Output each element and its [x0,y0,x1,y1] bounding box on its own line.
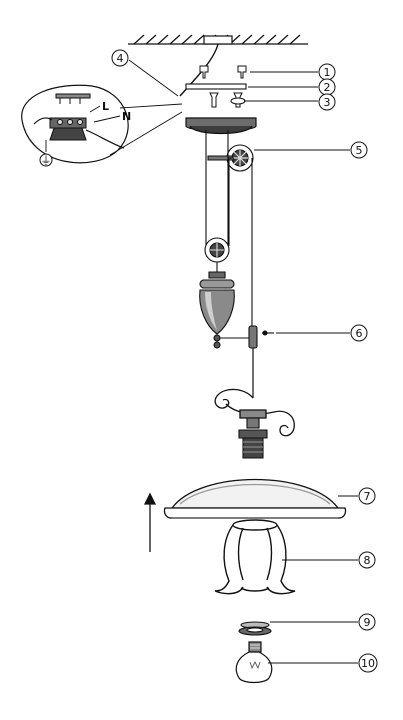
connector-strip [55,93,91,104]
lamp-holder [238,417,268,459]
terminal-block [49,117,87,141]
callout-9-label: 9 [364,616,371,629]
live-wire-label: L [102,100,109,113]
callout-7-label: 7 [364,490,371,503]
wiring-detail-inset: L N ⏚ [21,84,183,167]
bracket-screws [209,92,246,108]
callout-1-label: 1 [324,66,331,79]
ceiling-canopy [185,117,257,135]
inset-wires [33,117,125,149]
lower-pulley [204,237,230,272]
callout-10: 10 [358,653,378,673]
callout-2-label: 2 [324,81,331,94]
callout-5-label: 5 [356,144,363,157]
counterweight [199,271,235,349]
pulley-cords [205,130,253,332]
cord-clip [220,325,274,349]
callout-4: 4 [111,49,129,67]
up-arrow-icon [143,492,157,552]
callout-8: 8 [358,551,376,569]
callout-6: 6 [350,324,368,342]
callout-4-label: 4 [117,52,124,65]
callout-8-label: 8 [364,554,371,567]
callout-1: 1 [318,63,336,81]
callout-9: 9 [358,613,376,631]
mounting-bar [185,83,247,90]
lamp-shade [163,478,347,519]
ceiling [128,34,308,45]
callout-7: 7 [358,487,376,505]
mounting-screws [199,65,247,79]
callout-10-label: 10 [361,657,375,670]
shade-ring [238,621,272,636]
ground-symbol: ⏚ [41,154,52,167]
callout-2: 2 [318,78,336,96]
callout-3: 3 [318,93,336,111]
callout-6-label: 6 [356,327,363,340]
callout-3-label: 3 [324,96,331,109]
decorative-arm [214,388,295,437]
glass-cage [214,519,296,595]
light-bulb-icon [235,641,273,684]
callout-5: 5 [350,141,368,159]
neutral-wire-label: N [122,110,131,123]
leader-lines [128,59,358,664]
